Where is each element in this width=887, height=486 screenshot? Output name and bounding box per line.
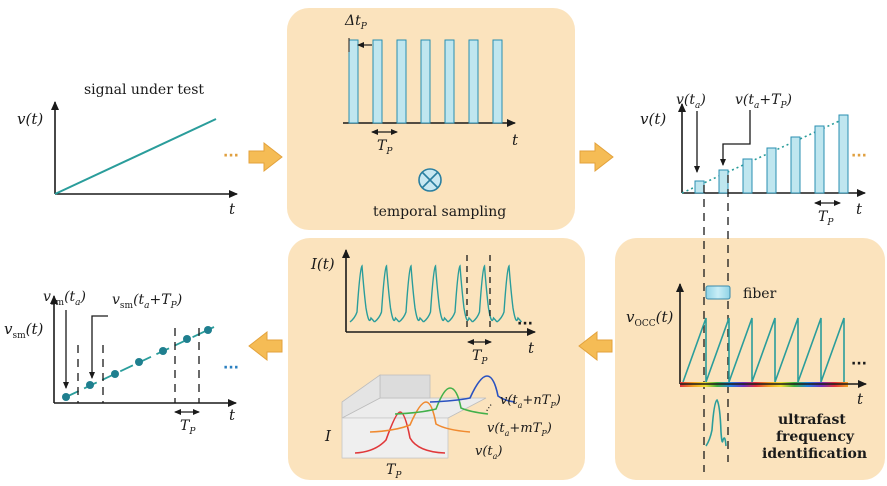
frequency-panel: fiber vOCC(t) t ··· ultrafast frequency … <box>626 283 867 462</box>
sampled-bar <box>790 136 801 194</box>
sampled-bar <box>838 114 849 194</box>
panel-sampling <box>287 8 575 230</box>
sampling-pulse <box>492 39 503 124</box>
panel-frequency <box>615 238 885 480</box>
sampled-panel: v(t) v(ta) v(ta+TP) TP t ··· <box>640 92 867 228</box>
occ-ellipsis: ··· <box>851 356 867 372</box>
signal-ramp-line <box>54 118 217 195</box>
stack-axis-label: I <box>324 427 332 445</box>
sampling-pulse <box>372 39 383 124</box>
signal-ellipsis: ··· <box>223 148 239 164</box>
recon-marker1-label: vsm(ta) <box>43 289 86 308</box>
identified-pulse-trace <box>705 398 727 447</box>
sampling-pulse <box>444 39 455 124</box>
stack-trace-red <box>354 411 446 454</box>
intensity-period-label: TP <box>472 348 488 367</box>
recon-point <box>135 358 143 366</box>
recon-point <box>62 393 70 401</box>
sampling-pulse <box>396 39 407 124</box>
intensity-ellipsis: ··· <box>517 316 533 332</box>
stack-trace-blue <box>429 375 516 403</box>
frequency-caption-line3: identification <box>762 446 867 462</box>
stack-back-wall <box>379 374 431 399</box>
sampling-panel: ΔtP TP t temporal sampling <box>343 13 519 220</box>
fiber-label: fiber <box>743 286 777 302</box>
stack-trace-green <box>394 387 489 415</box>
intensity-panel: I(t) t ··· TP ··· I TP v(ta+nTP) v(ta+mT… <box>310 249 561 481</box>
sampled-bar <box>718 169 729 194</box>
stack-label-m: v(ta+mTP) <box>487 421 552 438</box>
sampling-pulse <box>348 39 359 124</box>
frequency-caption-line2: frequency <box>776 429 855 445</box>
recon-point <box>111 370 119 378</box>
flow-arrow-signal-to-sampling <box>248 141 283 173</box>
fiber-icon <box>705 285 731 300</box>
occ-sawtooth <box>682 317 845 383</box>
sampled-x-label: t <box>856 200 863 218</box>
sampling-pulse-train <box>348 39 503 124</box>
sampled-y-label: v(t) <box>640 110 666 128</box>
signal-title: signal under test <box>84 82 204 98</box>
sampled-marker2-arrow <box>720 110 751 166</box>
sampling-period-label: TP <box>377 138 393 157</box>
sampled-envelope-dotted <box>681 116 849 194</box>
recon-x-label: t <box>229 406 236 424</box>
sampling-pulse <box>420 39 431 124</box>
recon-points <box>62 326 212 401</box>
flow-arrow-sampling-to-sampled <box>579 141 614 173</box>
sampling-pulse <box>468 39 479 124</box>
pulse-width-label: ΔtP <box>344 13 368 32</box>
recon-point <box>183 335 191 343</box>
stack-side-wall <box>341 374 381 419</box>
recon-point <box>204 326 212 334</box>
stack-label-a: v(ta) <box>475 444 503 461</box>
recon-point <box>86 381 94 389</box>
intensity-trace <box>349 264 523 323</box>
flow-arrow-intensity-to-reconstructed <box>248 330 283 362</box>
sampled-marker1-label: v(ta) <box>676 92 706 111</box>
sampled-period-label: TP <box>818 209 834 228</box>
signal-x-label: t <box>229 200 236 218</box>
sampled-ellipsis: ··· <box>851 148 867 164</box>
stack-period-label: TP <box>386 462 402 481</box>
reconstructed-panel: vsm(t) vsm(ta) vsm(ta+TP) TP t ··· <box>4 289 239 437</box>
signal-panel: signal under test v(t) t ··· <box>17 82 239 218</box>
stack-label-n: v(ta+nTP) <box>500 393 561 410</box>
sampled-bar <box>742 158 753 194</box>
sampled-bar <box>814 125 825 194</box>
recon-y-label: vsm(t) <box>4 320 44 341</box>
stack-trace-orange <box>369 401 471 433</box>
multiply-operator-stroke-b <box>421 171 439 189</box>
occ-x-label: t <box>857 390 864 408</box>
frequency-caption-line1: ultrafast <box>778 412 846 428</box>
intensity-y-label: I(t) <box>310 255 335 273</box>
sampled-bar <box>766 147 777 194</box>
sampling-x-label: t <box>512 131 519 149</box>
recon-marker2-label: vsm(ta+TP) <box>112 292 182 311</box>
recon-marker2-arrow <box>89 315 108 379</box>
sampled-bars <box>694 114 849 194</box>
recon-period-label: TP <box>180 418 196 437</box>
recon-point <box>159 347 167 355</box>
sampled-marker2-label: v(ta+TP) <box>735 92 792 111</box>
signal-y-label: v(t) <box>17 110 43 128</box>
recon-ellipsis: ··· <box>223 360 239 376</box>
sampled-bar <box>694 180 705 194</box>
sampling-caption: temporal sampling <box>373 204 506 220</box>
intensity-x-label: t <box>528 339 535 357</box>
occ-y-label: vOCC(t) <box>626 308 674 329</box>
flow-arrow-frequency-to-intensity <box>578 330 613 362</box>
